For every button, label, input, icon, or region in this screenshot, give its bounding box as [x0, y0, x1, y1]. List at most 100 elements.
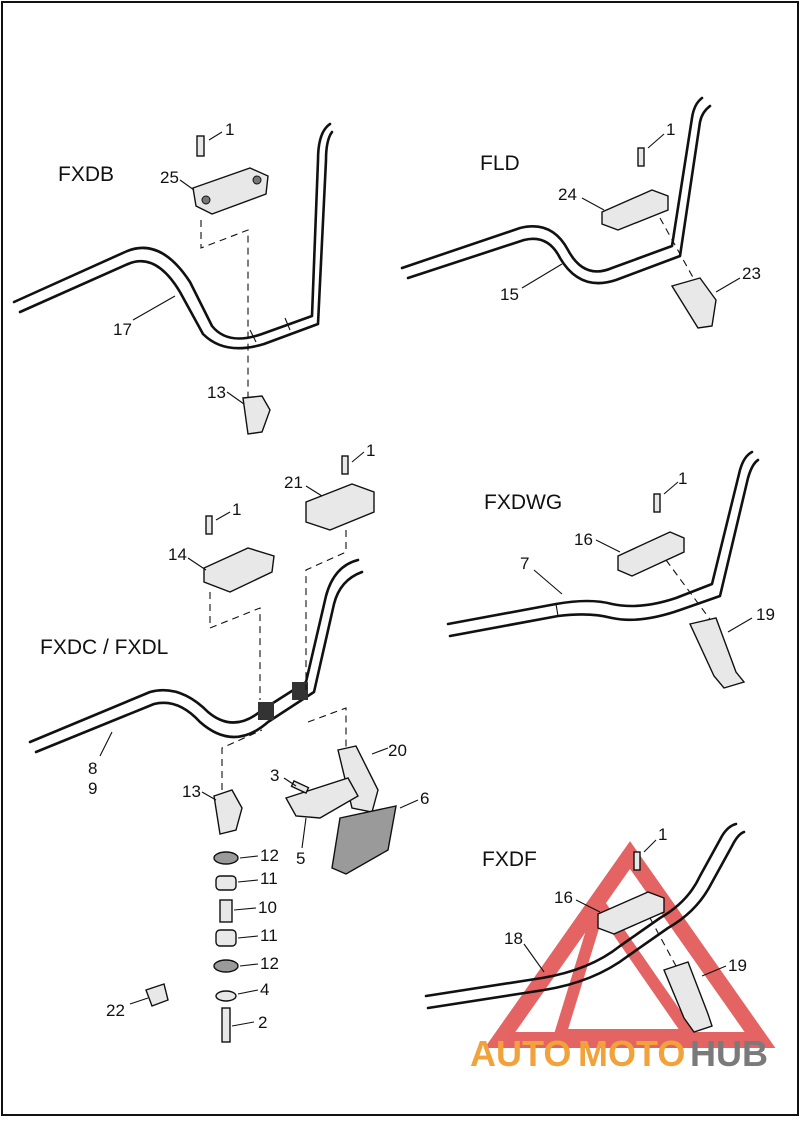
fxdc-leader-3	[283, 777, 297, 787]
fxdwg-screw	[653, 493, 661, 513]
fld-assembly: FLD 1 24 15 23	[400, 96, 761, 329]
fld-model-label: FLD	[480, 152, 520, 175]
fxdc-knurl-left	[258, 702, 274, 720]
fxdf-leader-18	[523, 943, 545, 973]
fxdc-assembly: FXDC / FXDL 1 21 1 14 8 9 13 3 20 6 5 12…	[28, 441, 429, 1043]
fxdwg-leader-19	[727, 617, 753, 633]
fxdwg-callout-16: 16	[574, 530, 593, 549]
fxdc-handlebar	[28, 558, 360, 744]
fxdb-assembly: FXDB 1 25 17 13	[12, 120, 334, 435]
fxdf-assembly: FXDF 1 16 18 19	[424, 822, 747, 1033]
fld-callout-24: 24	[558, 185, 577, 204]
fxdf-center-line	[649, 917, 677, 967]
fld-riser	[670, 277, 717, 329]
fxdb-knurl-line-2	[284, 317, 291, 331]
fxdb-center-line	[200, 220, 249, 400]
fxdc-leader-1b	[215, 511, 231, 521]
fxdc-center-line-c	[221, 729, 263, 790]
fxdf-top-clamp	[597, 891, 665, 935]
fxdc-leader-22	[129, 997, 149, 1005]
fxdc-cover	[331, 805, 397, 875]
watermark-triangle-inner	[551, 891, 702, 1041]
fxdb-knurl-line	[249, 329, 257, 343]
fxdb-model-label: FXDB	[58, 163, 114, 186]
fxdc-riser-13	[213, 789, 243, 835]
fxdc-handlebar-edge	[34, 570, 364, 754]
fxdb-top-clamp	[192, 167, 269, 215]
fxdc-bushing-11b	[215, 929, 237, 947]
fxdf-model-label: FXDF	[482, 848, 537, 871]
fxdwg-model-label: FXDWG	[484, 491, 562, 514]
fxdc-callout-8: 8	[88, 759, 97, 778]
fxdc-sleeve	[219, 899, 233, 923]
fxdf-leader-16	[575, 899, 601, 913]
fxdc-leader-11b	[237, 935, 259, 939]
fxdc-callout-20: 20	[388, 741, 407, 760]
fxdf-leader-1	[643, 839, 657, 853]
fxdc-callout-1b: 1	[232, 500, 241, 519]
fxdb-leader-25	[179, 179, 195, 191]
fxdc-callout-6: 6	[420, 789, 429, 808]
fld-leader-15	[521, 263, 563, 289]
fxdc-callout-2: 2	[258, 1013, 267, 1032]
fxdwg-callout-1: 1	[678, 469, 687, 488]
fxdwg-bar-joint	[555, 603, 559, 617]
fxdb-callout-25: 25	[160, 168, 179, 187]
fxdwg-leader-7	[533, 569, 563, 595]
fld-handlebar	[400, 96, 704, 273]
fld-handlebar-edge	[406, 104, 712, 285]
fxdc-leader-13	[201, 791, 217, 801]
fxdb-leader-17	[132, 295, 176, 321]
fxdc-screw-14	[205, 515, 213, 535]
fxdc-callout-13: 13	[182, 782, 201, 801]
fxdf-screw	[633, 851, 641, 871]
fxdc-washer-4	[215, 990, 237, 1002]
fxdwg-leader-16	[595, 539, 621, 553]
fxdb-callout-13: 13	[207, 383, 226, 402]
fxdc-leader-1a	[351, 451, 365, 463]
fxdc-callout-21: 21	[284, 473, 303, 492]
fxdb-leader-1	[208, 131, 223, 141]
fxdb-callout-1: 1	[225, 120, 234, 139]
watermark-logo	[484, 841, 776, 1048]
fxdwg-callout-7: 7	[520, 554, 529, 573]
fxdc-screw-21	[341, 455, 349, 475]
fxdc-clip	[145, 983, 169, 1007]
fxdf-callout-16: 16	[554, 888, 573, 907]
fxdwg-riser	[689, 617, 746, 689]
fxdc-bolt	[221, 1007, 231, 1043]
fxdc-callout-10: 10	[258, 898, 277, 917]
fxdc-callout-9: 9	[88, 779, 97, 798]
fxdc-leader-6	[399, 799, 419, 809]
fld-callout-23: 23	[742, 264, 761, 283]
fxdwg-center-line	[665, 559, 713, 623]
fxdb-clamp-hole	[201, 195, 211, 205]
fxdc-clamp-14	[203, 547, 275, 593]
fxdc-leader-2	[231, 1021, 255, 1027]
fxdc-leader-8	[99, 731, 113, 757]
fxdc-washer-12b	[213, 959, 239, 973]
fxdc-clamp-21	[305, 483, 375, 531]
fxdc-callout-22: 22	[106, 1001, 125, 1020]
fxdc-leader-20	[371, 747, 389, 755]
fxdc-bushing-11a	[215, 875, 237, 891]
fxdwg-assembly: FXDWG 1 16 7 19	[446, 450, 775, 689]
fld-center-line	[659, 217, 701, 291]
fxdc-center-line-a	[209, 592, 261, 700]
fxdc-leader-5	[301, 817, 307, 849]
fxdc-knurl-right	[292, 682, 308, 700]
fxdc-leader-4	[237, 989, 259, 995]
fxdc-callout-14: 14	[168, 545, 187, 564]
fxdf-handlebar	[424, 822, 738, 998]
fxdb-callout-17: 17	[113, 320, 132, 339]
fxdwg-top-clamp	[617, 531, 685, 577]
fxdf-callout-1: 1	[658, 825, 667, 844]
fxdc-leader-21	[305, 485, 323, 497]
fxdf-leader-19	[701, 965, 727, 977]
fxdf-callout-19: 19	[728, 956, 747, 975]
fxdc-callout-12b: 12	[260, 954, 279, 973]
fxdf-riser	[663, 961, 713, 1033]
fxdb-leader-13	[226, 391, 245, 405]
